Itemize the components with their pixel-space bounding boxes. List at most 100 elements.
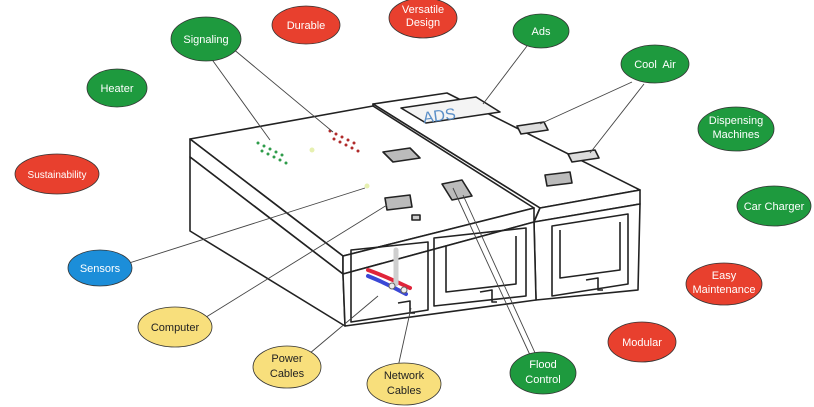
label-sensors: Sensors [67,249,133,287]
power-cable-red [366,268,412,290]
dispenser-bay [551,213,629,297]
label-network-cables: Network Cables [366,362,442,406]
bubble-easy-maintenance [685,262,763,306]
label-text: Design [406,17,440,29]
charger-bay-2-inner [445,236,517,293]
bubble-modular [607,321,677,363]
cables [366,247,412,296]
label-text: Cables [270,368,305,380]
led-dot [260,149,264,153]
signal-light [309,147,315,153]
bubble-durable [271,5,341,45]
led-dot [344,143,348,147]
led-dot [334,132,338,136]
leader-network-cables [397,307,412,368]
label-text: Versatile [402,4,444,16]
bubble-heater [86,68,148,108]
leader-power-cables [302,295,379,360]
led-dot [278,158,282,162]
led-dot [272,155,276,159]
label-computer: Computer [137,306,213,348]
led-dot [346,138,350,142]
dispenser-panel [544,171,573,187]
dispenser-hook [585,277,603,291]
label-text: Car Charger [744,201,805,213]
label-sustainability: Sustainability [14,153,100,195]
label-text: Control [525,374,560,386]
led-dot [256,141,260,145]
led-dot [268,147,272,151]
leader-flood-control-2 [462,194,537,356]
label-text: Sensors [80,263,121,275]
sensor-light [364,183,370,189]
feature-labels: Signaling Durable Versatile Design Ads C… [14,0,812,406]
led-dot [274,150,278,154]
label-cool-air: Cool Air [620,44,690,84]
label-modular: Modular [607,321,677,363]
led-dot [280,153,284,157]
label-text: Signaling [183,34,228,46]
charger-hook-2 [479,289,497,303]
bubble-car-charger [736,185,812,227]
label-car-charger: Car Charger [736,185,812,227]
led-dot [340,135,344,139]
leader-signaling-2 [231,47,334,133]
label-text: Cables [387,385,422,397]
bubble-versatile-design [388,0,458,39]
led-dot [338,140,342,144]
bubble-power-cables [252,345,322,389]
bubble-cool-air [620,44,690,84]
charger-unit [189,105,537,327]
led-dot [350,146,354,150]
dispenser-bay-inner [559,222,621,279]
leader-cool-air-2 [589,83,645,154]
cool-air-vent-1 [516,121,549,135]
charger-bay-1 [350,241,429,323]
leader-lines [125,45,645,368]
label-text: Dispensing [709,115,763,127]
bubble-network-cables [366,362,442,406]
bubble-dispensing-machines [697,106,775,152]
ads-screen-text: ADS [422,106,457,127]
label-text: Machines [712,129,760,141]
led-dot [352,141,356,145]
label-text: Maintenance [693,284,756,296]
cable-connector [388,282,396,290]
label-text: Power [271,353,303,365]
bubble-ads [512,13,570,49]
bubble-computer [137,306,213,348]
label-text: Ads [532,26,551,38]
small-port [411,214,421,221]
bubble-sustainability [14,153,100,195]
leader-sensors [125,187,366,265]
label-durable: Durable [271,5,341,45]
cable-connector [400,286,408,294]
label-dispensing-machines: Dispensing Machines [697,106,775,152]
label-text: Sustainability [28,170,87,181]
signaling-leds [256,129,370,189]
leader-flood-control-1 [452,187,531,356]
label-text: Flood [529,359,557,371]
station-illustration: ADS [189,92,641,327]
led-dot [284,161,288,165]
label-power-cables: Power Cables [252,345,322,389]
charger-vent-2 [441,179,473,201]
led-dot [262,144,266,148]
label-text: Heater [100,83,133,95]
led-dot [332,137,336,141]
label-heater: Heater [86,68,148,108]
label-flood-control: Flood Control [509,351,577,395]
leader-signaling-1 [207,53,271,141]
computer-panel [384,194,413,211]
ads-screen [400,96,501,124]
label-versatile-design: Versatile Design [388,0,458,39]
label-ads: Ads [512,13,570,49]
label-text: Computer [151,322,200,334]
bubble-sensors [67,249,133,287]
label-easy-maintenance: Easy Maintenance [685,262,763,306]
leader-computer [202,204,388,320]
label-text: Durable [287,20,326,32]
leader-cool-air-1 [539,81,633,125]
charger-bay-2 [433,227,527,307]
charger-vent-1 [382,147,421,163]
